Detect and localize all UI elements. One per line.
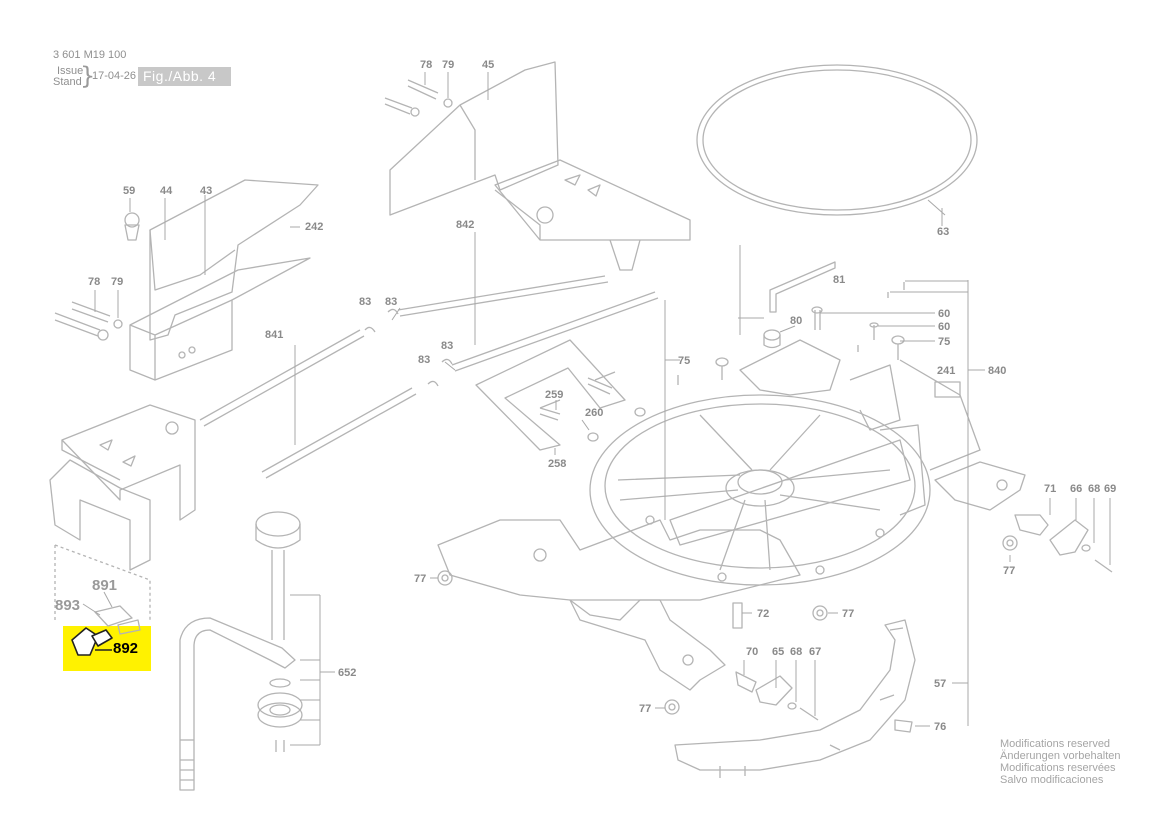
label-77-a: 77 (414, 573, 426, 585)
label-66: 66 (1070, 483, 1082, 495)
modifications-notice: Modifications reserved Änderungen vorbeh… (1000, 738, 1120, 786)
label-45: 45 (482, 59, 494, 71)
wire-ring (696, 64, 978, 216)
label-652: 652 (338, 667, 356, 679)
knob-892 (71, 627, 113, 656)
label-59: 59 (123, 185, 135, 197)
left-fence-upper (124, 179, 319, 381)
issue-label: Issue (57, 65, 84, 77)
label-260: 260 (585, 407, 603, 419)
issue-date: 17-04-26 (92, 70, 137, 82)
label-83-a: 83 (385, 296, 397, 308)
bevel-lock-parts (1014, 514, 1113, 573)
label-241: 241 (937, 365, 955, 377)
label-259: 259 (545, 389, 563, 401)
label-72: 72 (757, 608, 769, 620)
nuts (437, 535, 1018, 715)
clip-891 (94, 605, 141, 635)
leader-lines (82, 72, 1111, 746)
wire-bracket (475, 339, 626, 451)
label-77-b: 77 (1003, 565, 1015, 577)
label-57: 57 (934, 678, 946, 690)
lock-handle (179, 511, 303, 791)
notice-line-es: Salvo modificaciones (1000, 774, 1104, 786)
label-68-b: 68 (790, 646, 802, 658)
label-67: 67 (809, 646, 821, 658)
left-fence-lower (49, 404, 196, 571)
hex-key (769, 261, 836, 313)
screw-top (384, 79, 453, 117)
label-242: 242 (305, 221, 323, 233)
label-79-left: 79 (111, 276, 123, 288)
notice-line-en: Modifications reserved (1000, 738, 1111, 750)
guide-lines-left (54, 544, 151, 620)
label-63: 63 (937, 226, 949, 238)
notice-line-fr: Modifications reservées (1000, 762, 1116, 774)
label-70: 70 (746, 646, 758, 658)
label-71: 71 (1044, 483, 1056, 495)
doc-number: 3 601 M19 100 (53, 49, 127, 61)
label-80: 80 (790, 315, 802, 327)
figure-label: Fig./Abb. 4 (138, 67, 231, 86)
label-75-a: 75 (938, 336, 950, 348)
label-258: 258 (548, 458, 566, 470)
label-43: 43 (200, 185, 212, 197)
label-78-left: 78 (88, 276, 100, 288)
label-77-d: 77 (639, 703, 651, 715)
notice-line-de: Änderungen vorbehalten (1000, 750, 1121, 762)
bevel-scale (674, 619, 916, 778)
label-77-c: 77 (842, 608, 854, 620)
turntable-base (437, 339, 1026, 621)
stand-label: Stand (53, 76, 82, 88)
label-65: 65 (772, 646, 784, 658)
center-fence (389, 61, 691, 271)
label-840: 840 (988, 365, 1006, 377)
label-78-top: 78 (420, 59, 432, 71)
label-69: 69 (1104, 483, 1116, 495)
label-68-a: 68 (1088, 483, 1100, 495)
brace-glyph: } (80, 62, 96, 90)
label-891: 891 (92, 577, 117, 594)
lock-parts-lower (735, 671, 819, 721)
clip-76 (894, 719, 913, 733)
label-83-d: 83 (418, 354, 430, 366)
retaining-rings (364, 308, 646, 442)
label-79-top: 79 (442, 59, 454, 71)
label-83-b: 83 (359, 296, 371, 308)
label-44: 44 (160, 185, 173, 197)
label-60-a: 60 (938, 308, 950, 320)
label-893: 893 (55, 597, 80, 614)
screws-right (677, 282, 961, 398)
label-83-c: 83 (441, 340, 453, 352)
label-81: 81 (833, 274, 845, 286)
rods (199, 275, 659, 479)
screw-left (54, 301, 123, 341)
label-841: 841 (265, 329, 283, 341)
label-76: 76 (934, 721, 946, 733)
label-60-b: 60 (938, 321, 950, 333)
label-892-highlighted: 892 (113, 640, 139, 657)
label-842: 842 (456, 219, 474, 231)
label-75-b: 75 (678, 355, 690, 367)
front-lever (569, 599, 726, 691)
